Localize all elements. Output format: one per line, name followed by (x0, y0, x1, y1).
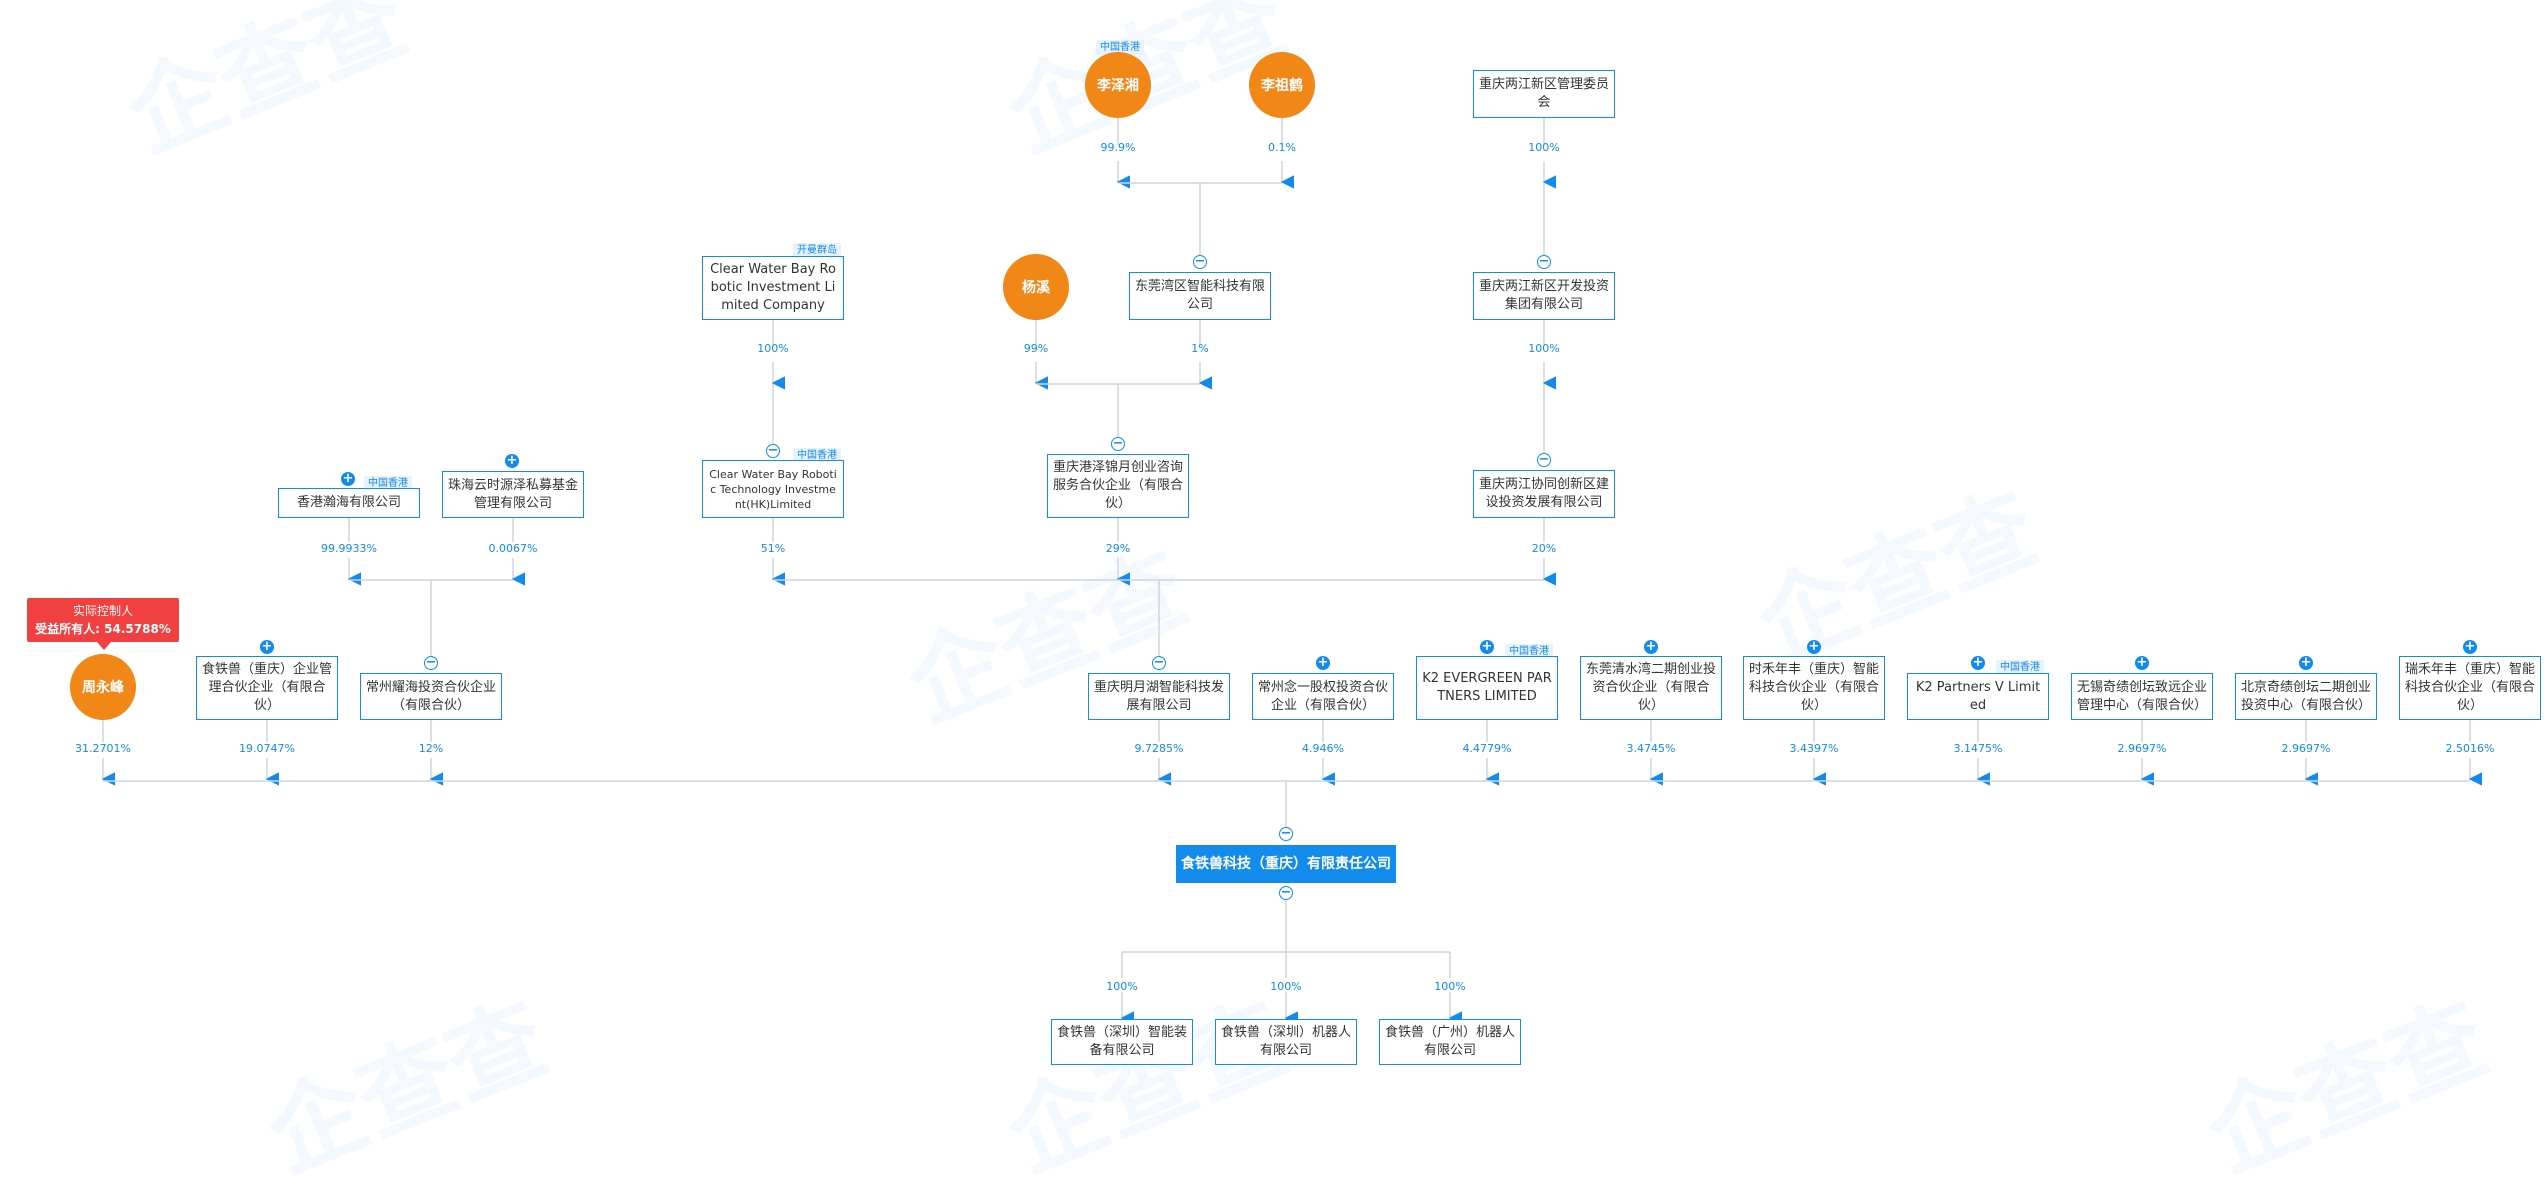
collapse-toggle-icon[interactable]: − (1537, 254, 1551, 269)
share-percent: 29% (1105, 542, 1131, 555)
person-yang-xi[interactable]: 杨溪 (1003, 254, 1069, 320)
collapse-toggle-icon[interactable]: − (1111, 436, 1125, 451)
company-dongguan-qingshui[interactable]: 东莞清水湾二期创业投资合伙企业（有限合伙） (1580, 656, 1722, 720)
share-percent: 1% (1191, 342, 1209, 355)
share-percent: 9.7285% (1134, 742, 1184, 755)
company-hk-hanhai[interactable]: 香港瀚海有限公司 (278, 488, 420, 518)
share-percent: 4.4779% (1462, 742, 1512, 755)
region-tag: 中国香港 (793, 448, 841, 463)
share-percent: 99.9% (1100, 141, 1136, 154)
company-changzhou-nian[interactable]: 常州念一股权投资合伙企业（有限合伙） (1252, 673, 1394, 720)
share-percent: 2.5016% (2445, 742, 2495, 755)
expand-toggle-icon[interactable]: + (2463, 639, 2477, 654)
company-chongqing-mingyue[interactable]: 重庆明月湖智能科技发展有限公司 (1088, 673, 1230, 720)
person-li-zexiang[interactable]: 李泽湘 (1085, 52, 1151, 118)
collapse-toggle-icon[interactable]: − (424, 655, 438, 670)
share-percent: 51% (760, 542, 786, 555)
collapse-toggle-icon[interactable]: − (1279, 885, 1293, 900)
share-percent: 100% (1434, 980, 1466, 993)
share-percent: 0.0067% (488, 542, 538, 555)
region-tag: 中国香港 (364, 476, 412, 491)
expand-toggle-icon[interactable]: + (1480, 639, 1494, 654)
share-percent: 99% (1023, 342, 1049, 355)
equity-connector-lines (101, 118, 2483, 1025)
collapse-toggle-icon[interactable]: − (1152, 655, 1166, 670)
share-percent: 2.9697% (2281, 742, 2331, 755)
company-zhuhai-yunshi[interactable]: 珠海云时源泽私募基金管理有限公司 (442, 471, 584, 518)
collapse-toggle-icon[interactable]: − (766, 443, 780, 458)
subsidiary-shenzhen-equipment[interactable]: 食铁兽（深圳）智能装备有限公司 (1051, 1019, 1193, 1065)
company-k2-evergreen[interactable]: K2 EVERGREEN PARTNERS LIMITED (1416, 656, 1558, 720)
share-percent: 100% (1106, 980, 1138, 993)
share-percent: 99.9933% (321, 542, 377, 555)
controller-beneficial-share: 受益所有人: 54.5788% (35, 622, 171, 636)
share-percent: 3.4745% (1626, 742, 1676, 755)
share-percent: 4.946% (1302, 742, 1344, 755)
company-k2-partners[interactable]: K2 Partners V Limited (1907, 673, 2049, 720)
region-tag: 开曼群岛 (793, 243, 841, 258)
expand-toggle-icon[interactable]: + (341, 471, 355, 486)
actual-controller-badge: 实际控制人 受益所有人: 54.5788% (27, 598, 179, 650)
company-ruihe-nianfeng[interactable]: 瑞禾年丰（重庆）智能科技合伙企业（有限合伙） (2399, 656, 2541, 720)
expand-toggle-icon[interactable]: + (1316, 655, 1330, 670)
company-beijing-qiji[interactable]: 北京奇绩创坛二期创业投资中心（有限合伙） (2235, 673, 2377, 720)
expand-toggle-icon[interactable]: + (505, 453, 519, 468)
share-percent: 100% (1270, 980, 1302, 993)
share-percent: 31.2701% (75, 742, 131, 755)
company-shitieshou-mgmt[interactable]: 食铁兽（重庆）企业管理合伙企业（有限合伙） (196, 656, 338, 720)
region-tag: 中国香港 (1505, 644, 1553, 659)
expand-toggle-icon[interactable]: + (2299, 655, 2313, 670)
subsidiary-shenzhen-robot[interactable]: 食铁兽（深圳）机器人有限公司 (1215, 1019, 1357, 1065)
company-clear-water-bay-hk[interactable]: Clear Water Bay Robotic Technology Inves… (702, 460, 844, 518)
collapse-toggle-icon[interactable]: − (1537, 452, 1551, 467)
company-liangjiang-committee[interactable]: 重庆两江新区管理委员会 (1473, 70, 1615, 118)
share-percent: 100% (1528, 342, 1560, 355)
collapse-toggle-icon[interactable]: − (1193, 254, 1207, 269)
expand-toggle-icon[interactable]: + (1807, 639, 1821, 654)
share-percent: 12% (418, 742, 444, 755)
person-li-zuhe[interactable]: 李祖鹤 (1249, 52, 1315, 118)
company-liangjiang-xietong[interactable]: 重庆两江协同创新区建设投资发展有限公司 (1473, 470, 1615, 518)
collapse-toggle-icon[interactable]: − (1279, 826, 1293, 841)
expand-toggle-icon[interactable]: + (1644, 639, 1658, 654)
badge-pointer (97, 642, 111, 650)
share-percent: 20% (1531, 542, 1557, 555)
share-percent: 19.0747% (239, 742, 295, 755)
company-wuxi-qiji[interactable]: 无锡奇绩创坛致远企业管理中心（有限合伙） (2071, 673, 2213, 720)
subsidiary-guangzhou-robot[interactable]: 食铁兽（广州）机器人有限公司 (1379, 1019, 1521, 1065)
company-changzhou-yaohai[interactable]: 常州耀海投资合伙企业（有限合伙） (360, 673, 502, 720)
share-percent: 100% (757, 342, 789, 355)
person-zhou-yongfeng[interactable]: 周永峰 (70, 654, 136, 720)
controller-title: 实际控制人 (72, 604, 133, 618)
company-liangjiang-dev[interactable]: 重庆两江新区开发投资集团有限公司 (1473, 272, 1615, 320)
root-company[interactable]: 食铁兽科技（重庆）有限责任公司 (1176, 845, 1396, 883)
expand-toggle-icon[interactable]: + (1971, 655, 1985, 670)
expand-toggle-icon[interactable]: + (2135, 655, 2149, 670)
share-percent: 2.9697% (2117, 742, 2167, 755)
share-percent: 3.4397% (1789, 742, 1839, 755)
company-clear-water-bay-ri[interactable]: Clear Water Bay Robotic Investment Limit… (702, 256, 844, 320)
share-percent: 0.1% (1268, 141, 1296, 154)
company-chongqing-gangze[interactable]: 重庆港泽锦月创业咨询服务合伙企业（有限合伙） (1047, 454, 1189, 518)
region-tag: 中国香港 (1096, 40, 1144, 55)
expand-toggle-icon[interactable]: + (260, 639, 274, 654)
share-percent: 3.1475% (1953, 742, 2003, 755)
region-tag: 中国香港 (1996, 660, 2044, 675)
share-percent: 100% (1528, 141, 1560, 154)
company-dongguan-wanqu[interactable]: 东莞湾区智能科技有限公司 (1129, 272, 1271, 320)
company-shihe-nianfeng[interactable]: 时禾年丰（重庆）智能科技合伙企业（有限合伙） (1743, 656, 1885, 720)
